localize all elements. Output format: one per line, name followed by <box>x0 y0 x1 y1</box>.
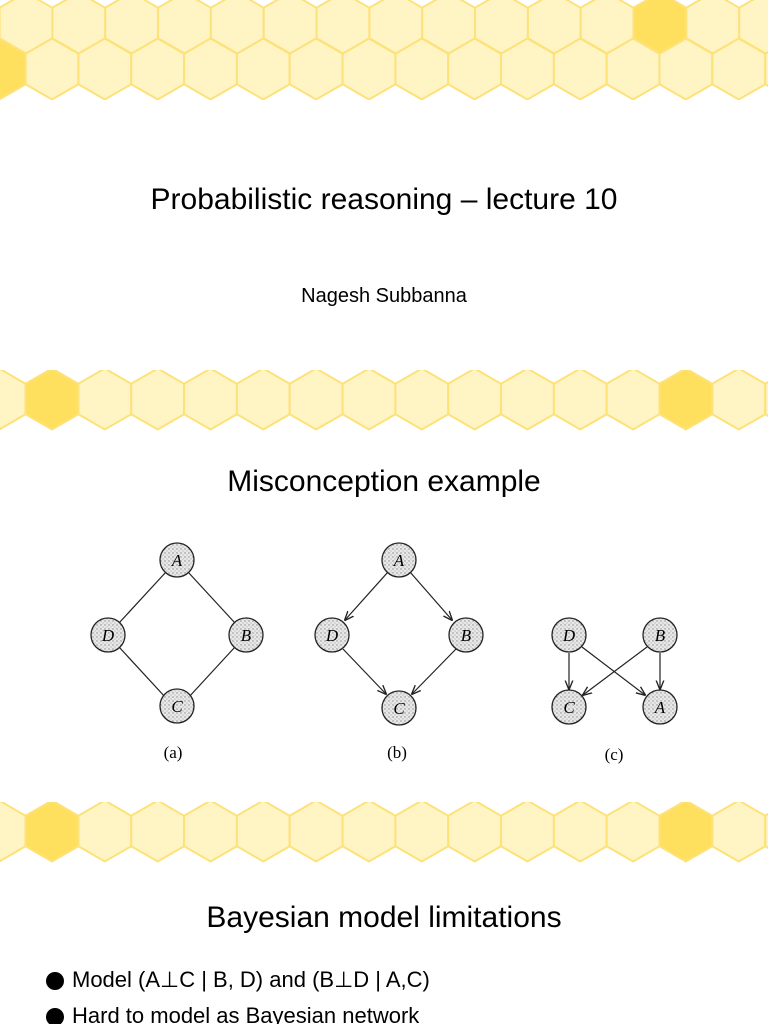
honeycomb-cell <box>711 802 767 863</box>
diagram-caption: (c) <box>605 745 624 764</box>
honeycomb-cell <box>500 802 555 863</box>
node-c: C <box>381 690 417 726</box>
honeycomb-cell <box>447 802 502 863</box>
honeycomb-cell <box>235 370 291 431</box>
honeycomb-cell <box>183 370 238 431</box>
honeycomb-cell <box>764 51 768 88</box>
honeycomb-cells <box>0 802 768 863</box>
slide-title: Bayesian model limitations <box>206 901 562 934</box>
honeycomb-cell <box>605 802 661 863</box>
honeycomb-band-top <box>0 0 768 100</box>
node-label: B <box>655 626 666 645</box>
author-name: Nagesh Subbanna <box>301 285 467 307</box>
honeycomb-band-bottom <box>0 370 768 431</box>
diagram-b: A D B C (b) <box>314 542 484 762</box>
diagram-a: A D B C (a) <box>90 542 264 762</box>
honeycomb-cell <box>0 370 27 431</box>
graph-figure: A D B C (a) <box>90 542 678 764</box>
honeycomb-band-bottom <box>0 802 768 863</box>
edge-a-d <box>118 571 167 624</box>
honeycomb-cell <box>77 370 133 431</box>
node-c: C <box>159 688 195 724</box>
node-d: D <box>551 617 587 653</box>
honeycomb-cell <box>552 370 608 431</box>
edge-a-b <box>187 571 236 624</box>
bullet-text: Model (A⊥C | B, D) and (B⊥D | A,C) <box>72 967 430 992</box>
node-d: D <box>314 617 350 653</box>
node-b: B <box>642 617 678 653</box>
misconception-slide: Misconception example <box>0 432 768 864</box>
node-a: A <box>159 542 195 578</box>
node-c: C <box>551 689 587 725</box>
node-a: A <box>642 689 678 725</box>
slide-title: Probabilistic reasoning – lecture 10 <box>150 183 618 216</box>
honeycomb-cells <box>0 0 768 100</box>
bullet-dot-icon <box>46 972 64 990</box>
honeycomb-cell <box>130 370 186 431</box>
honeycomb-cell <box>130 802 186 863</box>
diagram-caption: (b) <box>387 743 407 762</box>
node-b: B <box>448 617 484 653</box>
honeycomb-cell <box>341 802 397 863</box>
bullet-item: Model (A⊥C | B, D) and (B⊥D | A,C) <box>46 962 430 998</box>
node-a: A <box>381 542 417 578</box>
honeycomb-cell <box>552 802 608 863</box>
diagram-c: D B C A (c) <box>551 617 678 764</box>
honeycomb-cell <box>764 812 768 850</box>
honeycomb-cell-highlight <box>658 802 714 863</box>
node-label: D <box>325 626 339 645</box>
slide-title: Misconception example <box>227 465 541 498</box>
node-d: D <box>90 617 126 653</box>
node-label: A <box>393 551 405 570</box>
honeycomb-cell <box>341 370 397 431</box>
limitations-slide: Bayesian model limitations Model (A⊥C | … <box>0 864 768 1024</box>
title-slide: Probabilistic reasoning – lecture 10 Nag… <box>0 0 768 432</box>
honeycomb-cell <box>288 370 344 431</box>
node-label: C <box>171 697 183 716</box>
honeycomb-cell-highlight <box>24 370 80 431</box>
edge-a-d <box>345 571 389 620</box>
honeycomb-cell <box>500 370 555 431</box>
node-label: A <box>654 698 666 717</box>
bullet-item: Hard to model as Bayesian network <box>46 998 430 1024</box>
honeycomb-cell <box>77 802 133 863</box>
edge-d-c <box>342 648 386 694</box>
edge-d-a <box>581 646 645 695</box>
node-label: D <box>562 626 576 645</box>
honeycomb-cell <box>0 802 27 863</box>
edge-b-c <box>583 646 648 695</box>
node-b: B <box>228 617 264 653</box>
honeycomb-cell <box>394 802 450 863</box>
node-label: B <box>241 626 252 645</box>
edge-d-c <box>118 646 167 699</box>
bullet-text: Hard to model as Bayesian network <box>72 1003 420 1024</box>
node-label: C <box>393 699 405 718</box>
honeycomb-cell <box>394 370 450 431</box>
honeycomb-cell <box>235 802 291 863</box>
honeycomb-cell <box>447 370 502 431</box>
honeycomb-cell <box>183 802 238 863</box>
node-label: D <box>101 626 115 645</box>
honeycomb-cell <box>711 370 767 431</box>
diagram-caption: (a) <box>164 743 183 762</box>
honeycomb-cell-highlight <box>658 370 714 431</box>
node-label: B <box>461 626 472 645</box>
honeycomb-cell <box>288 802 344 863</box>
honeycomb-cells <box>0 370 768 431</box>
edge-a-b <box>409 571 452 620</box>
bullet-list: Model (A⊥C | B, D) and (B⊥D | A,C) Hard … <box>46 962 430 1024</box>
honeycomb-cell-highlight <box>24 802 80 863</box>
edge-b-c <box>412 648 457 694</box>
node-label: A <box>171 551 183 570</box>
honeycomb-cell <box>764 380 768 418</box>
edge-b-c <box>187 646 236 699</box>
node-label: C <box>563 698 575 717</box>
bullet-dot-icon <box>46 1008 64 1024</box>
honeycomb-cell <box>605 370 661 431</box>
